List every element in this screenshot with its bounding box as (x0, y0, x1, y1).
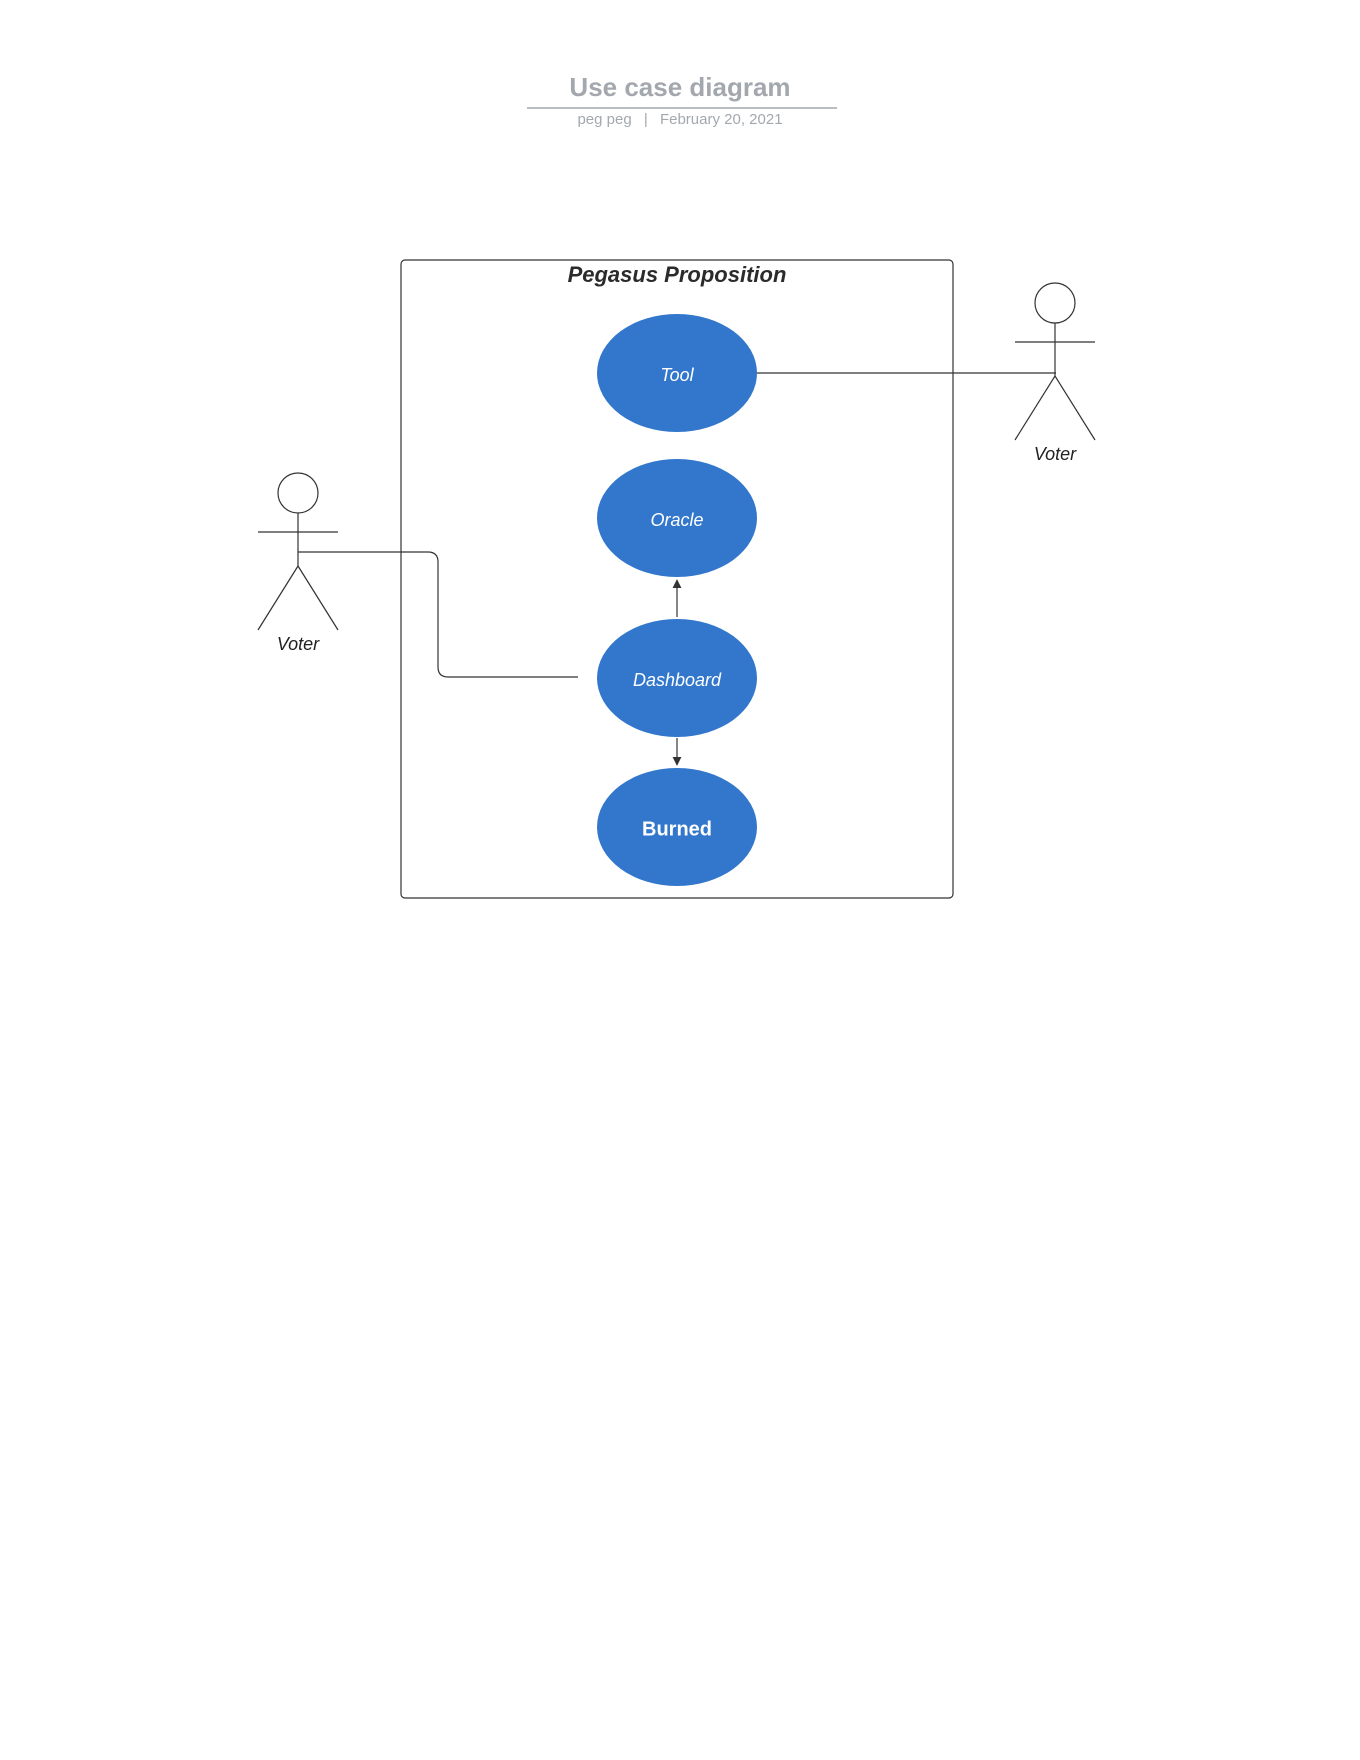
actor-left-head (277, 472, 319, 514)
document-meta: peg peg | February 20, 2021 (577, 111, 782, 128)
use-case-oracle[interactable]: Oracle (597, 459, 757, 577)
document-title: Use case diagram (569, 72, 790, 102)
use-case-burned-shape[interactable] (597, 768, 757, 886)
use-case-tool[interactable]: Tool (597, 314, 757, 432)
actor-right-head (1034, 282, 1076, 324)
system-boundary[interactable] (400, 259, 954, 899)
actor-left-left-leg (257, 565, 299, 631)
actor-left[interactable] (257, 472, 339, 631)
document-date: February 20, 2021 (660, 111, 783, 128)
association-line-left-actor-dashboard[interactable] (298, 551, 578, 678)
use-case-dashboard-shape[interactable] (597, 619, 757, 737)
actor-left-right-leg (297, 565, 339, 631)
actor-right-left-leg (1014, 375, 1056, 441)
use-case-burned[interactable]: Burned (597, 768, 757, 886)
use-case-dashboard-label: Dashboard (633, 670, 722, 690)
meta-separator: | (644, 111, 648, 128)
use-case-oracle-shape[interactable] (597, 459, 757, 577)
actor-right-label: Voter (1034, 444, 1077, 464)
actor-right-right-leg (1054, 375, 1096, 441)
actor-left-label: Voter (277, 634, 320, 654)
system-boundary-title: Pegasus Proposition (568, 262, 787, 287)
use-case-oracle-label: Oracle (650, 510, 703, 530)
use-case-dashboard[interactable]: Dashboard (597, 619, 757, 737)
use-case-burned-label: Burned (642, 818, 712, 840)
use-case-tool-label: Tool (660, 365, 694, 385)
use-case-tool-shape[interactable] (597, 314, 757, 432)
author-name: peg peg (577, 111, 631, 128)
actor-right[interactable] (1014, 282, 1096, 441)
